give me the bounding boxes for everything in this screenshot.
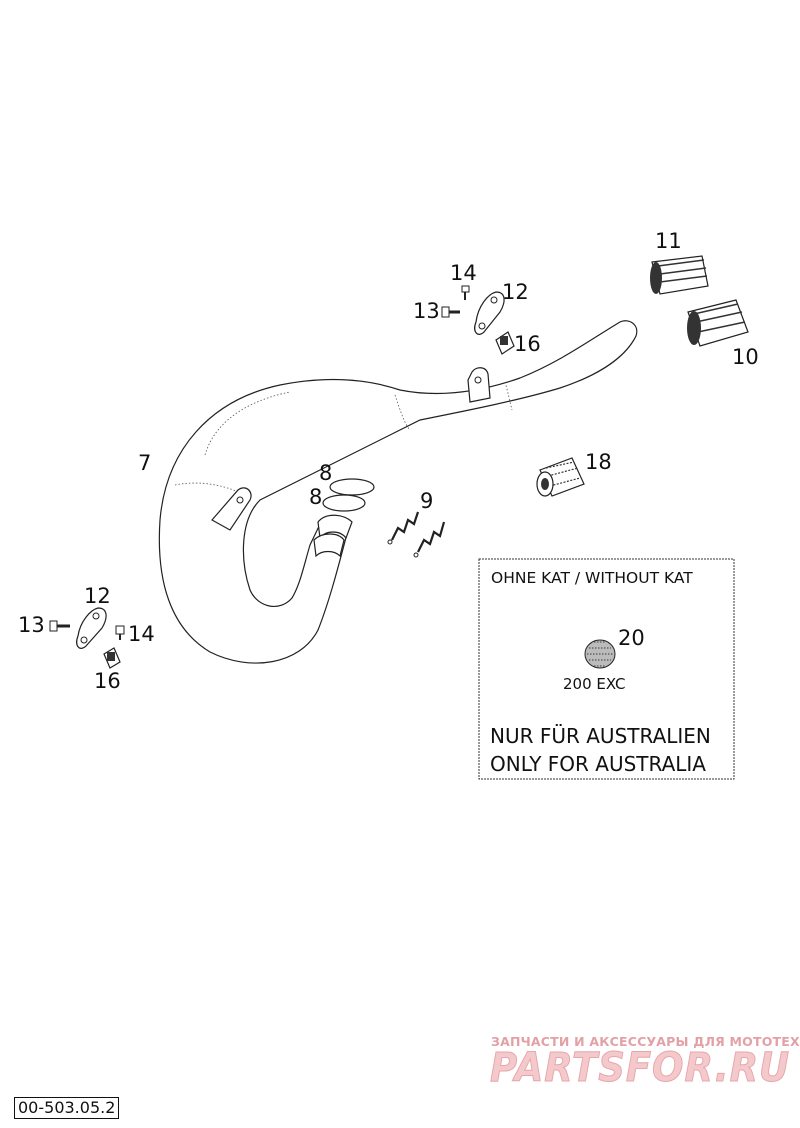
label-part-12-left: 12 bbox=[84, 584, 111, 608]
watermark-brand: PARTSFOR.RU bbox=[490, 1045, 790, 1091]
reference-code: 00-503.05.2 bbox=[14, 1097, 120, 1119]
label-part-16-top: 16 bbox=[514, 332, 541, 356]
o-rings bbox=[322, 478, 375, 512]
bracket-assembly-top bbox=[441, 285, 515, 355]
australia-info-box: OHNE KAT / WITHOUT KAT 20 200 EXC NUR FÜ… bbox=[478, 558, 735, 780]
label-part-18: 18 bbox=[585, 450, 612, 474]
info-box-title: OHNE KAT / WITHOUT KAT bbox=[491, 569, 693, 587]
label-part-11: 11 bbox=[655, 229, 682, 253]
label-part-8-lower: 8 bbox=[309, 485, 322, 509]
label-part-12-top: 12 bbox=[502, 280, 529, 304]
label-part-14-top: 14 bbox=[450, 261, 477, 285]
silencer-insert bbox=[536, 457, 585, 497]
label-part-9: 9 bbox=[420, 489, 433, 513]
exhaust-pipe bbox=[158, 320, 638, 664]
label-part-7: 7 bbox=[138, 451, 151, 475]
info-box-note-de: NUR FÜR AUSTRALIEN bbox=[490, 724, 711, 748]
label-part-8-upper: 8 bbox=[319, 461, 332, 485]
rubber-sleeve-10 bbox=[687, 299, 749, 347]
label-part-16-left: 16 bbox=[94, 669, 121, 693]
label-part-10: 10 bbox=[732, 345, 759, 369]
springs bbox=[387, 511, 446, 558]
label-part-13-left: 13 bbox=[18, 613, 45, 637]
watermark: ЗАПЧАСТИ И АКСЕССУАРЫ ДЛЯ МОТОТЕХНИКИ PA… bbox=[490, 1034, 800, 1092]
label-part-13-top: 13 bbox=[413, 299, 440, 323]
bracket-assembly-left bbox=[49, 607, 125, 669]
perforated-disc bbox=[584, 639, 616, 669]
watermark-tagline: ЗАПЧАСТИ И АКСЕССУАРЫ ДЛЯ МОТОТЕХНИКИ bbox=[491, 1034, 800, 1049]
info-box-model: 200 EXC bbox=[563, 675, 626, 693]
rubber-sleeve-11 bbox=[650, 255, 709, 295]
info-box-note-en: ONLY FOR AUSTRALIA bbox=[490, 752, 706, 776]
label-part-20: 20 bbox=[618, 626, 645, 650]
label-part-14-left: 14 bbox=[128, 622, 155, 646]
